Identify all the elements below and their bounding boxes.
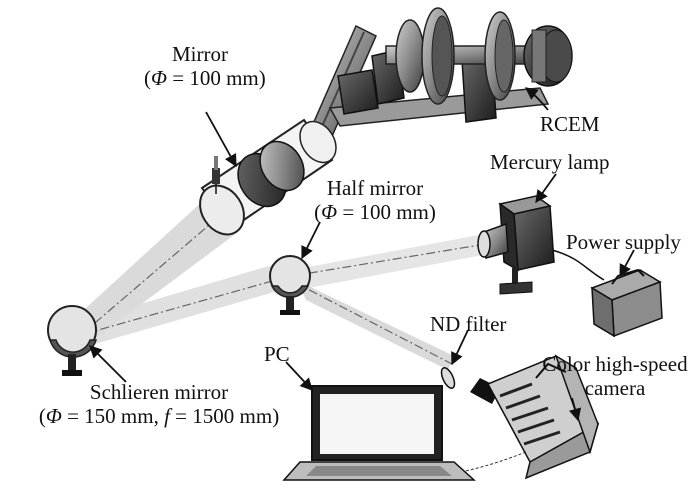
- half-mirror-spec: (Φ = 100 mm): [314, 200, 436, 224]
- rcem-machine: [305, 7, 573, 152]
- camera-label: Color high-speed camera: [542, 352, 688, 400]
- nd-filter-label: ND filter: [430, 312, 507, 336]
- rcem-label: RCEM: [540, 112, 600, 136]
- leader-arrows: [89, 87, 635, 422]
- schlieren-mirror: [47, 305, 98, 376]
- half-mirror: [269, 255, 311, 315]
- nd-filter: [440, 367, 456, 389]
- power-supply-label: Power supply: [566, 230, 681, 254]
- schlieren-mirror-spec: (Φ = 150 mm, f = 1500 mm): [38, 404, 280, 428]
- test-section-tube: [199, 118, 337, 236]
- mercury-lamp: [477, 195, 605, 295]
- half-mirror-label: Half mirror (Φ = 100 mm): [300, 176, 450, 224]
- light-beams: [75, 198, 488, 370]
- schlieren-mirror-label: Schlieren mirror (Φ = 150 mm, f = 1500 m…: [14, 380, 304, 428]
- pc-laptop: [282, 385, 476, 481]
- pc-label: PC: [264, 342, 290, 366]
- mirror-spec: (Φ = 100 mm): [144, 66, 266, 90]
- high-speed-camera: [439, 354, 600, 480]
- mercury-lamp-label: Mercury lamp: [490, 150, 610, 174]
- mirror-label: Mirror (Φ = 100 mm): [144, 42, 266, 90]
